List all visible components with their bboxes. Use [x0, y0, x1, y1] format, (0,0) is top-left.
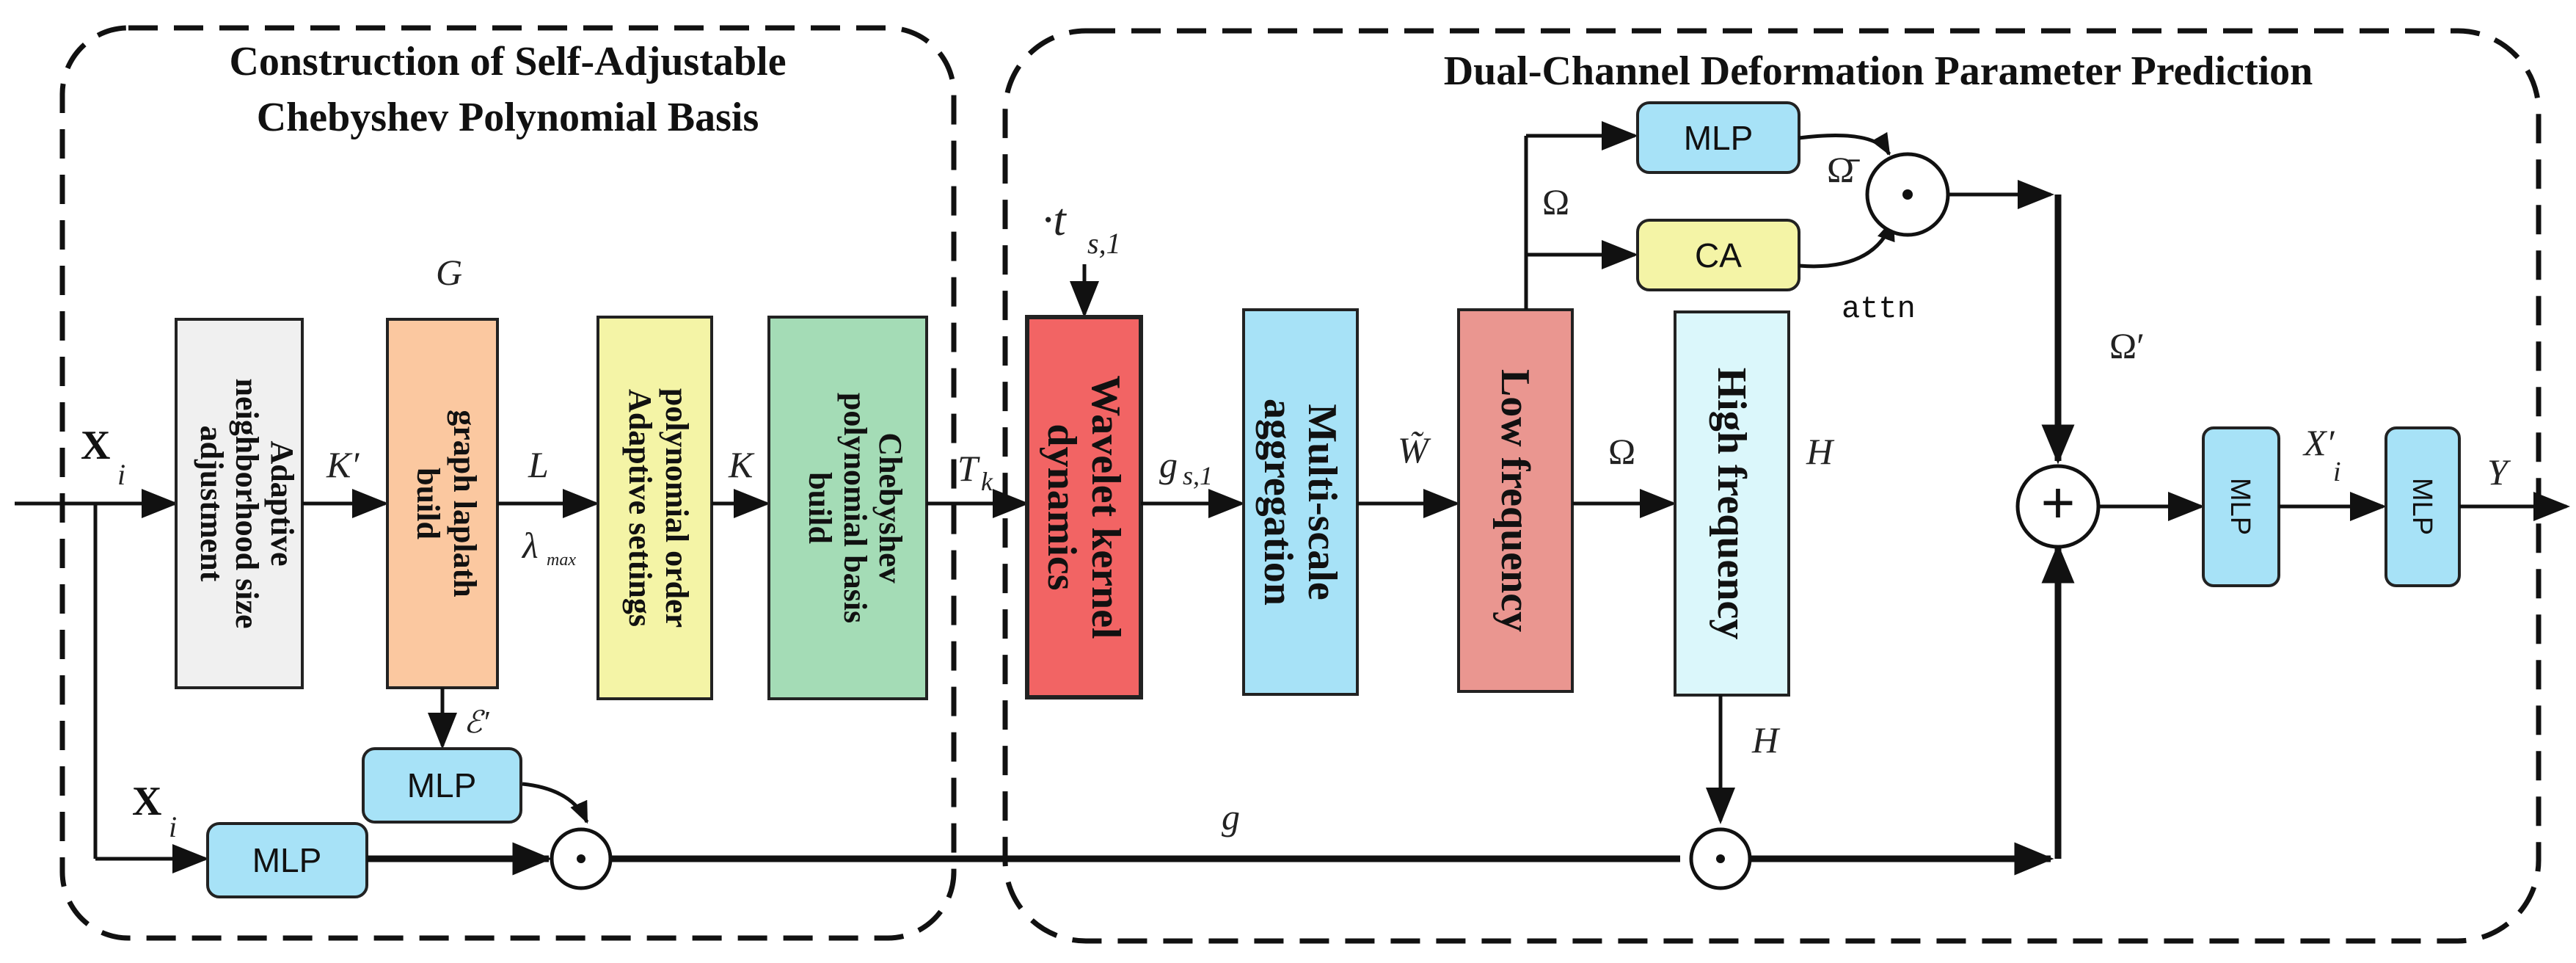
xi-label-sub: i	[117, 458, 125, 491]
wavelet-kernel-block	[1025, 315, 1143, 699]
ca-to-odot-arrow	[1798, 218, 1895, 269]
omega-low-label: Ω	[1608, 431, 1635, 472]
g-label: g	[1222, 796, 1240, 837]
k-label: K	[728, 444, 755, 485]
odot-right-dot	[1716, 854, 1725, 863]
omega-bar-label: Ω̄	[1827, 149, 1860, 190]
lambda-label: λ	[521, 525, 539, 566]
left-region	[59, 25, 957, 941]
low-frequency-block	[1457, 308, 1574, 693]
l-label: L	[528, 444, 549, 485]
poly-line1: polynomial order	[659, 388, 695, 628]
lambda-label-sub: max	[547, 550, 576, 570]
mlp-out1-label: MLP	[2225, 478, 2255, 535]
poly-line2: Adaptive settings	[622, 389, 658, 627]
xi-label: X	[81, 423, 110, 468]
left-title-line1: Construction of Self-Adjustable	[229, 39, 786, 84]
eps-label: ℰ′	[464, 706, 489, 740]
x-prime-label: X′	[2302, 422, 2335, 463]
x-prime-label-sub: i	[2333, 457, 2341, 487]
y-label: Y	[2487, 451, 2511, 493]
right-title: Dual-Channel Deformation Parameter Predi…	[1444, 48, 2313, 94]
mlp-top-label: MLP	[1684, 119, 1754, 157]
omega-top-label: Ω	[1542, 181, 1569, 222]
odot-top-dot	[1902, 189, 1913, 200]
ca-label: CA	[1695, 236, 1742, 275]
chebyshev-basis-block	[767, 316, 928, 700]
g-graph-label: G	[436, 252, 462, 293]
adaptive-neighborhood-block	[175, 318, 304, 689]
tk-label: T	[957, 448, 980, 489]
low-frequency-label: Low frequency	[1492, 369, 1538, 632]
w-tilde-label: W̃	[1398, 429, 1431, 470]
laplace-line2: build	[410, 468, 446, 539]
multi-line2: aggregation	[1255, 399, 1301, 606]
polynomial-order-block	[596, 316, 713, 700]
cheb-line3: build	[802, 472, 838, 544]
mlp-laplace-to-odot-arrow	[522, 782, 589, 824]
wave-line1: Wavelet kernel	[1083, 375, 1128, 639]
mlp-laplace-block	[362, 747, 522, 824]
oplus-symbol: +	[2041, 470, 2076, 535]
multi-line1: Multi-scale	[1299, 404, 1345, 600]
laplace-line1: graph laplath	[447, 410, 483, 597]
g-s1-label-sub: s,1	[1183, 461, 1213, 490]
multi-scale-block	[1242, 308, 1359, 696]
right-region	[1002, 28, 2542, 944]
cheb-line2: polynomial basis	[837, 393, 873, 623]
t-s1-label-sub: s,1	[1087, 227, 1121, 260]
xi-bottom-label: X	[132, 779, 161, 824]
wave-line2: dynamics	[1039, 424, 1084, 590]
attn-label: attn	[1842, 291, 1916, 327]
odot-left-dot	[577, 854, 585, 863]
mlp-bottom-label: MLP	[252, 841, 322, 879]
adaptive-line1: Adaptive	[264, 440, 300, 566]
high-frequency-label: High frequency	[1709, 368, 1754, 640]
omega-prime-label: Ω′	[2109, 325, 2145, 366]
mlp-top-to-odot-arrow	[1798, 131, 1891, 156]
mlp-out2-label: MLP	[2407, 478, 2437, 535]
high-frequency-block	[1674, 310, 1790, 697]
cheb-line1: Chebyshev	[872, 432, 908, 583]
left-title-line2: Chebyshev Polynomial Basis	[257, 95, 759, 140]
h-top-label: H	[1806, 431, 1835, 472]
t-s1-label: ·t	[1042, 195, 1068, 245]
h-bottom-label: H	[1751, 719, 1781, 760]
ca-block	[1636, 219, 1800, 291]
adaptive-line2: neighborhood size	[229, 378, 265, 628]
g-s1-label: g	[1159, 444, 1178, 485]
xi-bottom-label-sub: i	[169, 810, 177, 843]
tk-label-sub: k	[981, 467, 993, 496]
k-prime-label: K′	[326, 444, 360, 485]
adaptive-line3: adjustment	[194, 426, 230, 582]
mlp-laplace-label: MLP	[407, 766, 477, 804]
